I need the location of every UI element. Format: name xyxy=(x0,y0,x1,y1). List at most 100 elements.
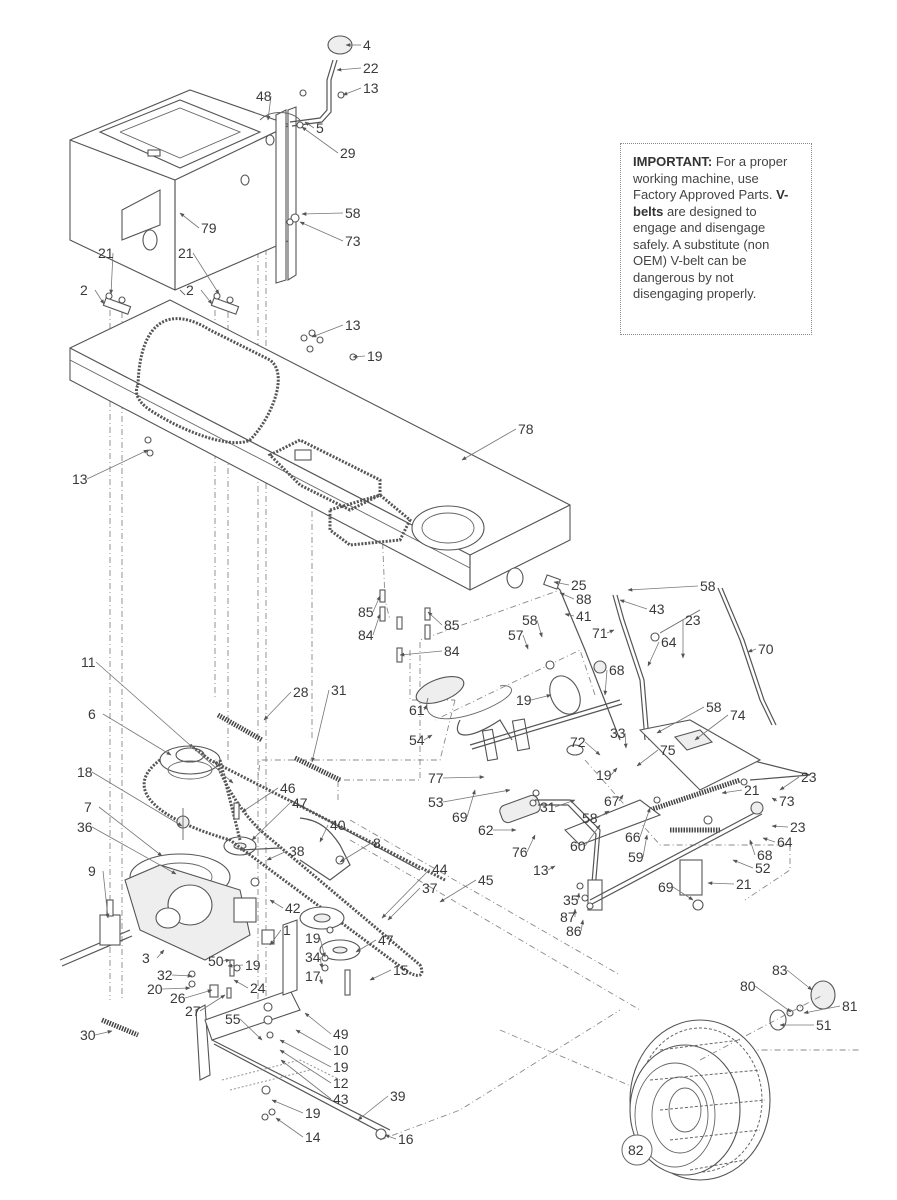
part-number-label[interactable]: 53 xyxy=(428,794,444,810)
part-callout-25[interactable]: 25 xyxy=(553,577,587,593)
part-number-label[interactable]: 37 xyxy=(422,880,438,896)
part-callout-34[interactable]: 34 xyxy=(305,949,324,969)
part-number-label[interactable]: 39 xyxy=(390,1088,406,1104)
part-number-label[interactable]: 79 xyxy=(201,220,217,236)
part-number-label[interactable]: 55 xyxy=(225,1011,241,1027)
part-callout-23b[interactable]: 23 xyxy=(779,769,817,791)
part-number-label[interactable]: 21 xyxy=(744,782,760,798)
part-number-label[interactable]: 60 xyxy=(570,838,586,854)
part-callout-60[interactable]: 60 xyxy=(570,824,601,854)
part-number-label[interactable]: 69 xyxy=(658,879,674,895)
part-number-label[interactable]: 43 xyxy=(333,1091,349,1107)
part-number-label[interactable]: 73 xyxy=(779,793,795,809)
part-callout-58e[interactable]: 58 xyxy=(582,810,610,826)
part-callout-21d[interactable]: 21 xyxy=(707,876,752,892)
part-number-label[interactable]: 30 xyxy=(80,1027,96,1043)
part-callout-36[interactable]: 36 xyxy=(77,819,177,875)
part-number-label[interactable]: 33 xyxy=(610,725,626,741)
part-callout-68b[interactable]: 68 xyxy=(749,839,773,863)
part-number-label[interactable]: 70 xyxy=(758,641,774,657)
part-callout-79[interactable]: 79 xyxy=(179,212,217,236)
part-number-label[interactable]: 19 xyxy=(596,767,612,783)
part-number-label[interactable]: 58 xyxy=(706,699,722,715)
part-number-label[interactable]: 75 xyxy=(660,742,676,758)
part-callout-74[interactable]: 74 xyxy=(694,707,746,741)
part-number-label[interactable]: 66 xyxy=(625,829,641,845)
part-number-label[interactable]: 29 xyxy=(340,145,356,161)
part-number-label[interactable]: 19 xyxy=(305,1105,321,1121)
part-callout-41[interactable]: 41 xyxy=(564,608,592,624)
part-number-label[interactable]: 24 xyxy=(250,980,266,996)
part-number-label[interactable]: 14 xyxy=(305,1129,321,1145)
part-number-label[interactable]: 13 xyxy=(72,471,88,487)
part-callout-22[interactable]: 22 xyxy=(336,60,379,76)
part-callout-5[interactable]: 5 xyxy=(304,120,324,136)
part-number-label[interactable]: 52 xyxy=(755,860,771,876)
part-number-label[interactable]: 84 xyxy=(444,643,460,659)
part-callout-76[interactable]: 76 xyxy=(512,834,536,860)
part-number-label[interactable]: 3 xyxy=(142,950,150,966)
part-callout-77[interactable]: 77 xyxy=(428,770,485,786)
part-callout-1[interactable]: 1 xyxy=(269,922,291,946)
part-number-label[interactable]: 76 xyxy=(512,844,528,860)
part-number-label[interactable]: 50 xyxy=(208,953,224,969)
part-callout-20[interactable]: 20 xyxy=(147,981,191,997)
part-callout-88[interactable]: 88 xyxy=(559,591,592,607)
part-number-label[interactable]: 4 xyxy=(363,37,371,53)
part-number-label[interactable]: 6 xyxy=(88,706,96,722)
part-number-label[interactable]: 51 xyxy=(816,1017,832,1033)
part-number-label[interactable]: 23 xyxy=(685,612,701,628)
part-callout-73a[interactable]: 73 xyxy=(299,221,361,249)
part-number-label[interactable]: 13 xyxy=(345,317,361,333)
part-callout-69a[interactable]: 69 xyxy=(452,789,476,825)
part-number-label[interactable]: 31 xyxy=(331,682,347,698)
part-callout-83[interactable]: 83 xyxy=(772,962,813,991)
part-callout-64b[interactable]: 64 xyxy=(762,834,793,850)
part-callout-44[interactable]: 44 xyxy=(381,861,448,919)
part-callout-10[interactable]: 10 xyxy=(295,1029,349,1058)
part-number-label[interactable]: 11 xyxy=(81,654,96,670)
part-number-label[interactable]: 71 xyxy=(592,625,608,641)
part-callout-19b[interactable]: 19 xyxy=(516,692,552,708)
part-callout-3[interactable]: 3 xyxy=(142,949,165,966)
part-callout-38[interactable]: 38 xyxy=(266,843,305,861)
part-callout-2b[interactable]: 2 xyxy=(186,282,213,305)
part-number-label[interactable]: 54 xyxy=(409,732,425,748)
part-callout-40[interactable]: 40 xyxy=(319,817,346,843)
part-callout-75[interactable]: 75 xyxy=(636,742,676,767)
part-number-label[interactable]: 87 xyxy=(560,909,576,925)
part-callout-80[interactable]: 80 xyxy=(740,978,792,1013)
part-number-label[interactable]: 34 xyxy=(305,949,321,965)
part-callout-21a[interactable]: 21 xyxy=(98,245,114,295)
part-callout-70[interactable]: 70 xyxy=(747,641,774,657)
part-callout-85b[interactable]: 85 xyxy=(427,611,460,633)
part-number-label[interactable]: 86 xyxy=(566,923,582,939)
part-number-label[interactable]: 48 xyxy=(256,88,272,104)
part-callout-31a[interactable]: 31 xyxy=(540,799,576,815)
part-number-label[interactable]: 83 xyxy=(772,962,788,978)
part-number-label[interactable]: 1 xyxy=(283,922,291,938)
part-number-label[interactable]: 10 xyxy=(333,1042,349,1058)
part-number-label[interactable]: 74 xyxy=(730,707,746,723)
part-callout-23c[interactable]: 23 xyxy=(771,819,806,835)
part-number-label[interactable]: 80 xyxy=(740,978,756,994)
part-callout-7[interactable]: 7 xyxy=(84,799,163,857)
part-callout-8[interactable]: 8 xyxy=(339,835,381,863)
part-number-label[interactable]: 13 xyxy=(363,80,379,96)
part-callout-19e[interactable]: 19 xyxy=(227,957,261,973)
part-callout-37[interactable]: 37 xyxy=(387,880,438,921)
part-number-label[interactable]: 13 xyxy=(533,862,549,878)
part-number-label[interactable]: 7 xyxy=(84,799,92,815)
part-callout-46[interactable]: 46 xyxy=(241,780,296,813)
part-number-label[interactable]: 19 xyxy=(367,348,383,364)
part-number-label[interactable]: 25 xyxy=(571,577,587,593)
part-callout-58d[interactable]: 58 xyxy=(656,699,722,734)
part-callout-52[interactable]: 52 xyxy=(732,859,771,876)
part-number-label[interactable]: 85 xyxy=(358,604,374,620)
part-number-label[interactable]: 45 xyxy=(478,872,494,888)
part-number-label[interactable]: 72 xyxy=(570,734,586,750)
part-callout-2a[interactable]: 2 xyxy=(80,282,105,305)
part-callout-4[interactable]: 4 xyxy=(345,37,371,53)
part-callout-51[interactable]: 51 xyxy=(779,1017,832,1033)
part-number-label[interactable]: 42 xyxy=(285,900,301,916)
